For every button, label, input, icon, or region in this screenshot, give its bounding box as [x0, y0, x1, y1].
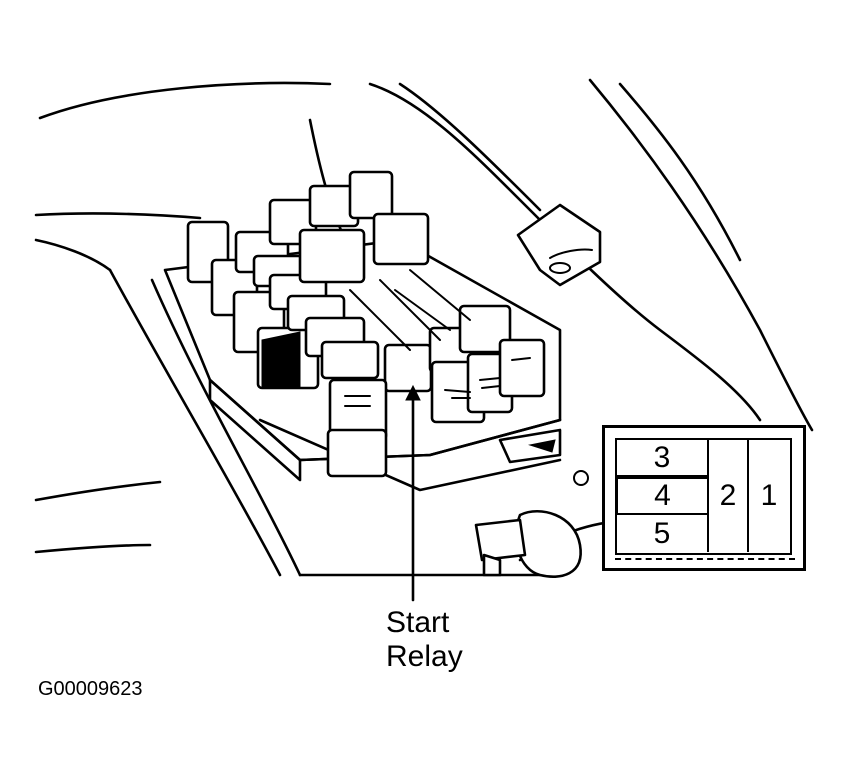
inset-column-1: 1	[760, 479, 778, 512]
start-relay-label-line1: Start	[386, 606, 450, 639]
inset-stack: 3 4 5	[616, 440, 709, 552]
wire-connector	[516, 203, 602, 287]
inset-bottom-edge	[615, 558, 795, 568]
start-relay-arrowhead	[405, 384, 421, 401]
inset-column-2: 2	[709, 440, 749, 552]
inset-slot-3: 3	[617, 440, 709, 477]
start-relay-label: Start Relay	[386, 606, 463, 674]
inset-grid: 3 4 5 2 1	[615, 438, 792, 555]
battery-terminal	[474, 470, 589, 578]
relay-cluster	[186, 170, 546, 478]
relay-position-inset: 3 4 5 2 1	[602, 425, 806, 571]
start-relay-label-line2: Relay	[386, 640, 463, 673]
inset-slot-5: 5	[617, 515, 709, 552]
inset-slot-4: 4	[616, 477, 709, 515]
figure-id: G00009623	[38, 678, 143, 700]
